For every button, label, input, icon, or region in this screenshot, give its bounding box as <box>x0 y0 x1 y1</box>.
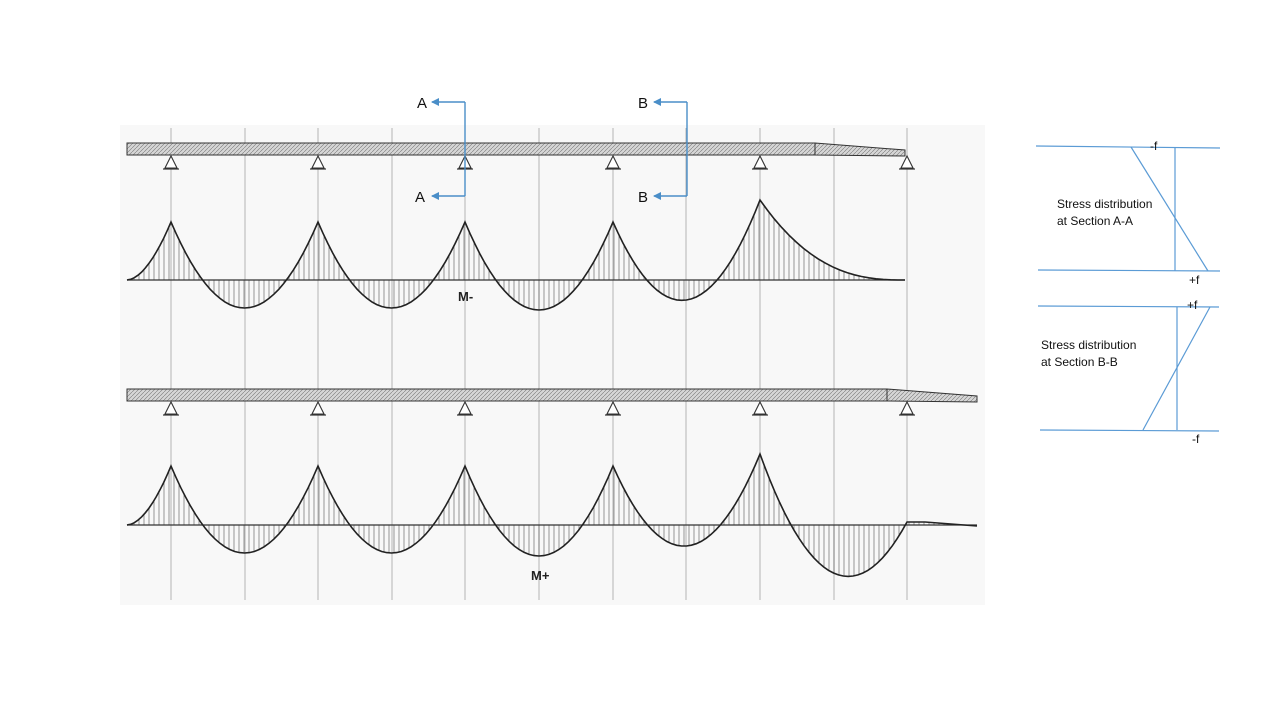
moment-diagram-2-hatching <box>133 456 945 577</box>
beam-1 <box>126 142 915 170</box>
moment-diagram-1-curve <box>126 198 905 311</box>
support-triangle <box>606 154 620 169</box>
beam-1-body <box>126 142 816 156</box>
stress-a-profile <box>1130 146 1209 272</box>
support-triangle <box>900 400 914 415</box>
section-b-top-letter: B <box>638 95 648 112</box>
beam-2-supports <box>163 400 915 416</box>
support-triangle <box>311 154 325 169</box>
stress-a-top-fiber <box>1035 145 1221 149</box>
beam-1-tapered-end <box>814 142 906 157</box>
stress-distribution-b: +f -f Stress distribution at Section B-B <box>1037 298 1220 446</box>
stress-a-top-value: -f <box>1150 139 1158 153</box>
beam-2-body <box>126 388 888 402</box>
moment-negative-label: M- <box>458 289 473 304</box>
moment-diagram-2-curve <box>126 451 978 578</box>
stress-b-top-fiber <box>1037 305 1220 308</box>
beam-2 <box>126 388 978 416</box>
scan-background <box>120 125 985 605</box>
beam-2-tapered-end <box>886 388 978 403</box>
section-a-top-letter: A <box>417 95 427 112</box>
stress-distribution-a: -f +f Stress distribution at Section A-A <box>1035 139 1221 287</box>
support-triangle <box>753 154 767 169</box>
stress-b-profile <box>1142 306 1211 431</box>
moment-diagram-1: M- <box>126 198 905 311</box>
support-triangle <box>606 400 620 415</box>
section-b-bottom-letter: B <box>638 189 648 206</box>
support-triangle <box>311 400 325 415</box>
stress-b-bottom-value: -f <box>1192 432 1200 446</box>
stress-b-caption-line1: Stress distribution <box>1041 338 1136 352</box>
stress-a-bottom-value: +f <box>1189 273 1200 287</box>
section-cut-a: A A <box>415 95 466 206</box>
support-triangle <box>458 400 472 415</box>
stress-a-caption-line2: at Section A-A <box>1057 214 1133 228</box>
stress-b-top-value: +f <box>1187 298 1198 312</box>
support-grid-lines <box>170 128 908 600</box>
support-triangle <box>164 154 178 169</box>
stress-b-caption-line2: at Section B-B <box>1041 355 1118 369</box>
stress-a-caption-line1: Stress distribution <box>1057 197 1152 211</box>
moment-diagram-2: M+ <box>126 451 978 583</box>
stress-b-bottom-fiber <box>1039 429 1220 432</box>
section-a-bottom-letter: A <box>415 189 425 206</box>
beam-1-supports <box>163 154 915 170</box>
stress-a-bottom-fiber <box>1037 269 1221 272</box>
support-triangle <box>164 400 178 415</box>
moment-positive-label: M+ <box>531 568 550 583</box>
section-cut-b: B B <box>638 95 688 206</box>
support-triangle <box>753 400 767 415</box>
support-triangle <box>900 154 914 169</box>
moment-diagram-1-hatching <box>133 202 870 310</box>
